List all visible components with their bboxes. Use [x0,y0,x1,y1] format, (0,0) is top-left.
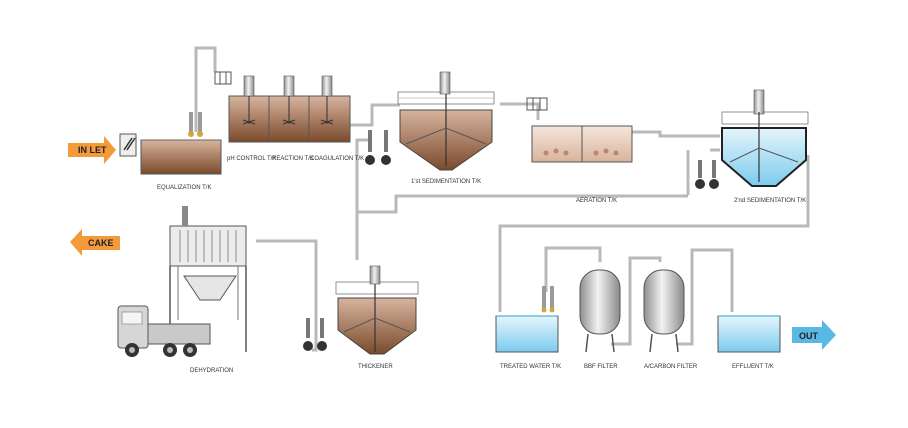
equalization-label: EQUALIZATION T/K [157,185,211,191]
chemical-reaction-tanks: pH CONTROL T/K REACTION T/K COAGULATION … [214,71,364,162]
bbf-filter-label: BBF FILTER [584,364,618,370]
treated-water-label: TREATED WATER T/K [500,364,561,370]
thickener-label: THICKENER [358,364,393,370]
inlet-arrow: IN LET [68,136,116,164]
sed2-label: 2'nd SEDIMENTATION T/K [734,198,806,204]
coagulation-label: COAGULATION T/K [310,156,364,162]
first-sedimentation-tank: 1'st SEDIMENTATION T/K [365,71,495,185]
dehydration-label: DEHYDRATION [190,368,233,374]
equalization-tank: EQUALIZATION T/K [119,112,222,191]
effluent-label: EFFLUENT T/K [732,364,774,370]
effluent-tank: EFFLUENT T/K [717,315,781,370]
treated-water-tank: TREATED WATER T/K [495,286,561,370]
inlet-label: IN LET [78,145,107,155]
bbf-filter: BBF FILTER [579,269,621,370]
truck-icon [117,305,211,357]
aeration-label: AERATION T/K [576,198,617,204]
reaction-label: REACTION T/K [272,156,314,162]
acarbon-filter: A/CARBON FILTER [643,269,698,370]
thickener-tank: THICKENER [303,265,419,370]
ph-control-label: pH CONTROL T/K [227,156,276,162]
cake-arrow: CAKE [70,229,120,256]
outlet-arrow: OUT [792,320,836,350]
sed1-label: 1'st SEDIMENTATION T/K [411,179,481,185]
pipes [194,46,810,352]
second-sedimentation-tank: 2'nd SEDIMENTATION T/K [695,89,809,204]
dehydration-unit: DEHYDRATION [169,206,247,374]
acarbon-filter-label: A/CARBON FILTER [644,364,698,370]
aeration-tank: AERATION T/K [526,97,633,204]
cake-label: CAKE [88,238,114,248]
out-label: OUT [799,331,819,341]
